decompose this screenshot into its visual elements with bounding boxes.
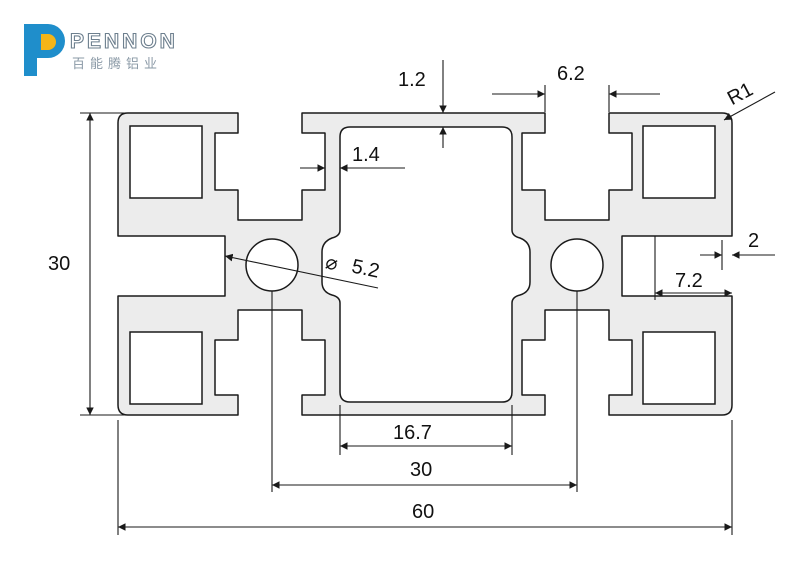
label-hole-spacing: 30 bbox=[410, 459, 432, 481]
company-logo: PENNON 百能腾铝业 bbox=[24, 24, 178, 76]
label-center-cavity-width: 16.7 bbox=[393, 422, 432, 444]
label-height: 30 bbox=[48, 253, 70, 275]
logo-wordmark: PENNON bbox=[70, 30, 178, 53]
pocket-top-left bbox=[129, 125, 203, 199]
profile-outline bbox=[117, 112, 733, 416]
hole-right bbox=[550, 238, 604, 292]
label-overall-width: 60 bbox=[412, 501, 434, 523]
pocket-bottom-left bbox=[129, 331, 203, 405]
label-wall-thickness: 1.2 bbox=[398, 69, 426, 91]
hole-left bbox=[245, 238, 299, 292]
label-inner-wall: 1.4 bbox=[352, 144, 380, 166]
center-cavity bbox=[321, 126, 531, 403]
holes bbox=[245, 238, 604, 292]
pocket-top-right bbox=[642, 125, 716, 199]
label-lip-thickness: 2 bbox=[748, 230, 759, 252]
corner-pockets bbox=[129, 125, 716, 405]
label-slot-depth: 7.2 bbox=[675, 270, 703, 292]
diameter-symbol: ⌀ bbox=[323, 251, 339, 275]
pocket-bottom-right bbox=[642, 331, 716, 405]
label-slot-width: 6.2 bbox=[557, 63, 585, 85]
logo-mark-icon bbox=[24, 24, 65, 76]
dimension-lines bbox=[80, 60, 776, 535]
logo-subtitle: 百能腾铝业 bbox=[72, 56, 162, 72]
dimension-labels: 1.2 6.2 R1 1.4 ⌀ 5.2 30 2 7.2 16.7 30 60 bbox=[48, 63, 759, 523]
